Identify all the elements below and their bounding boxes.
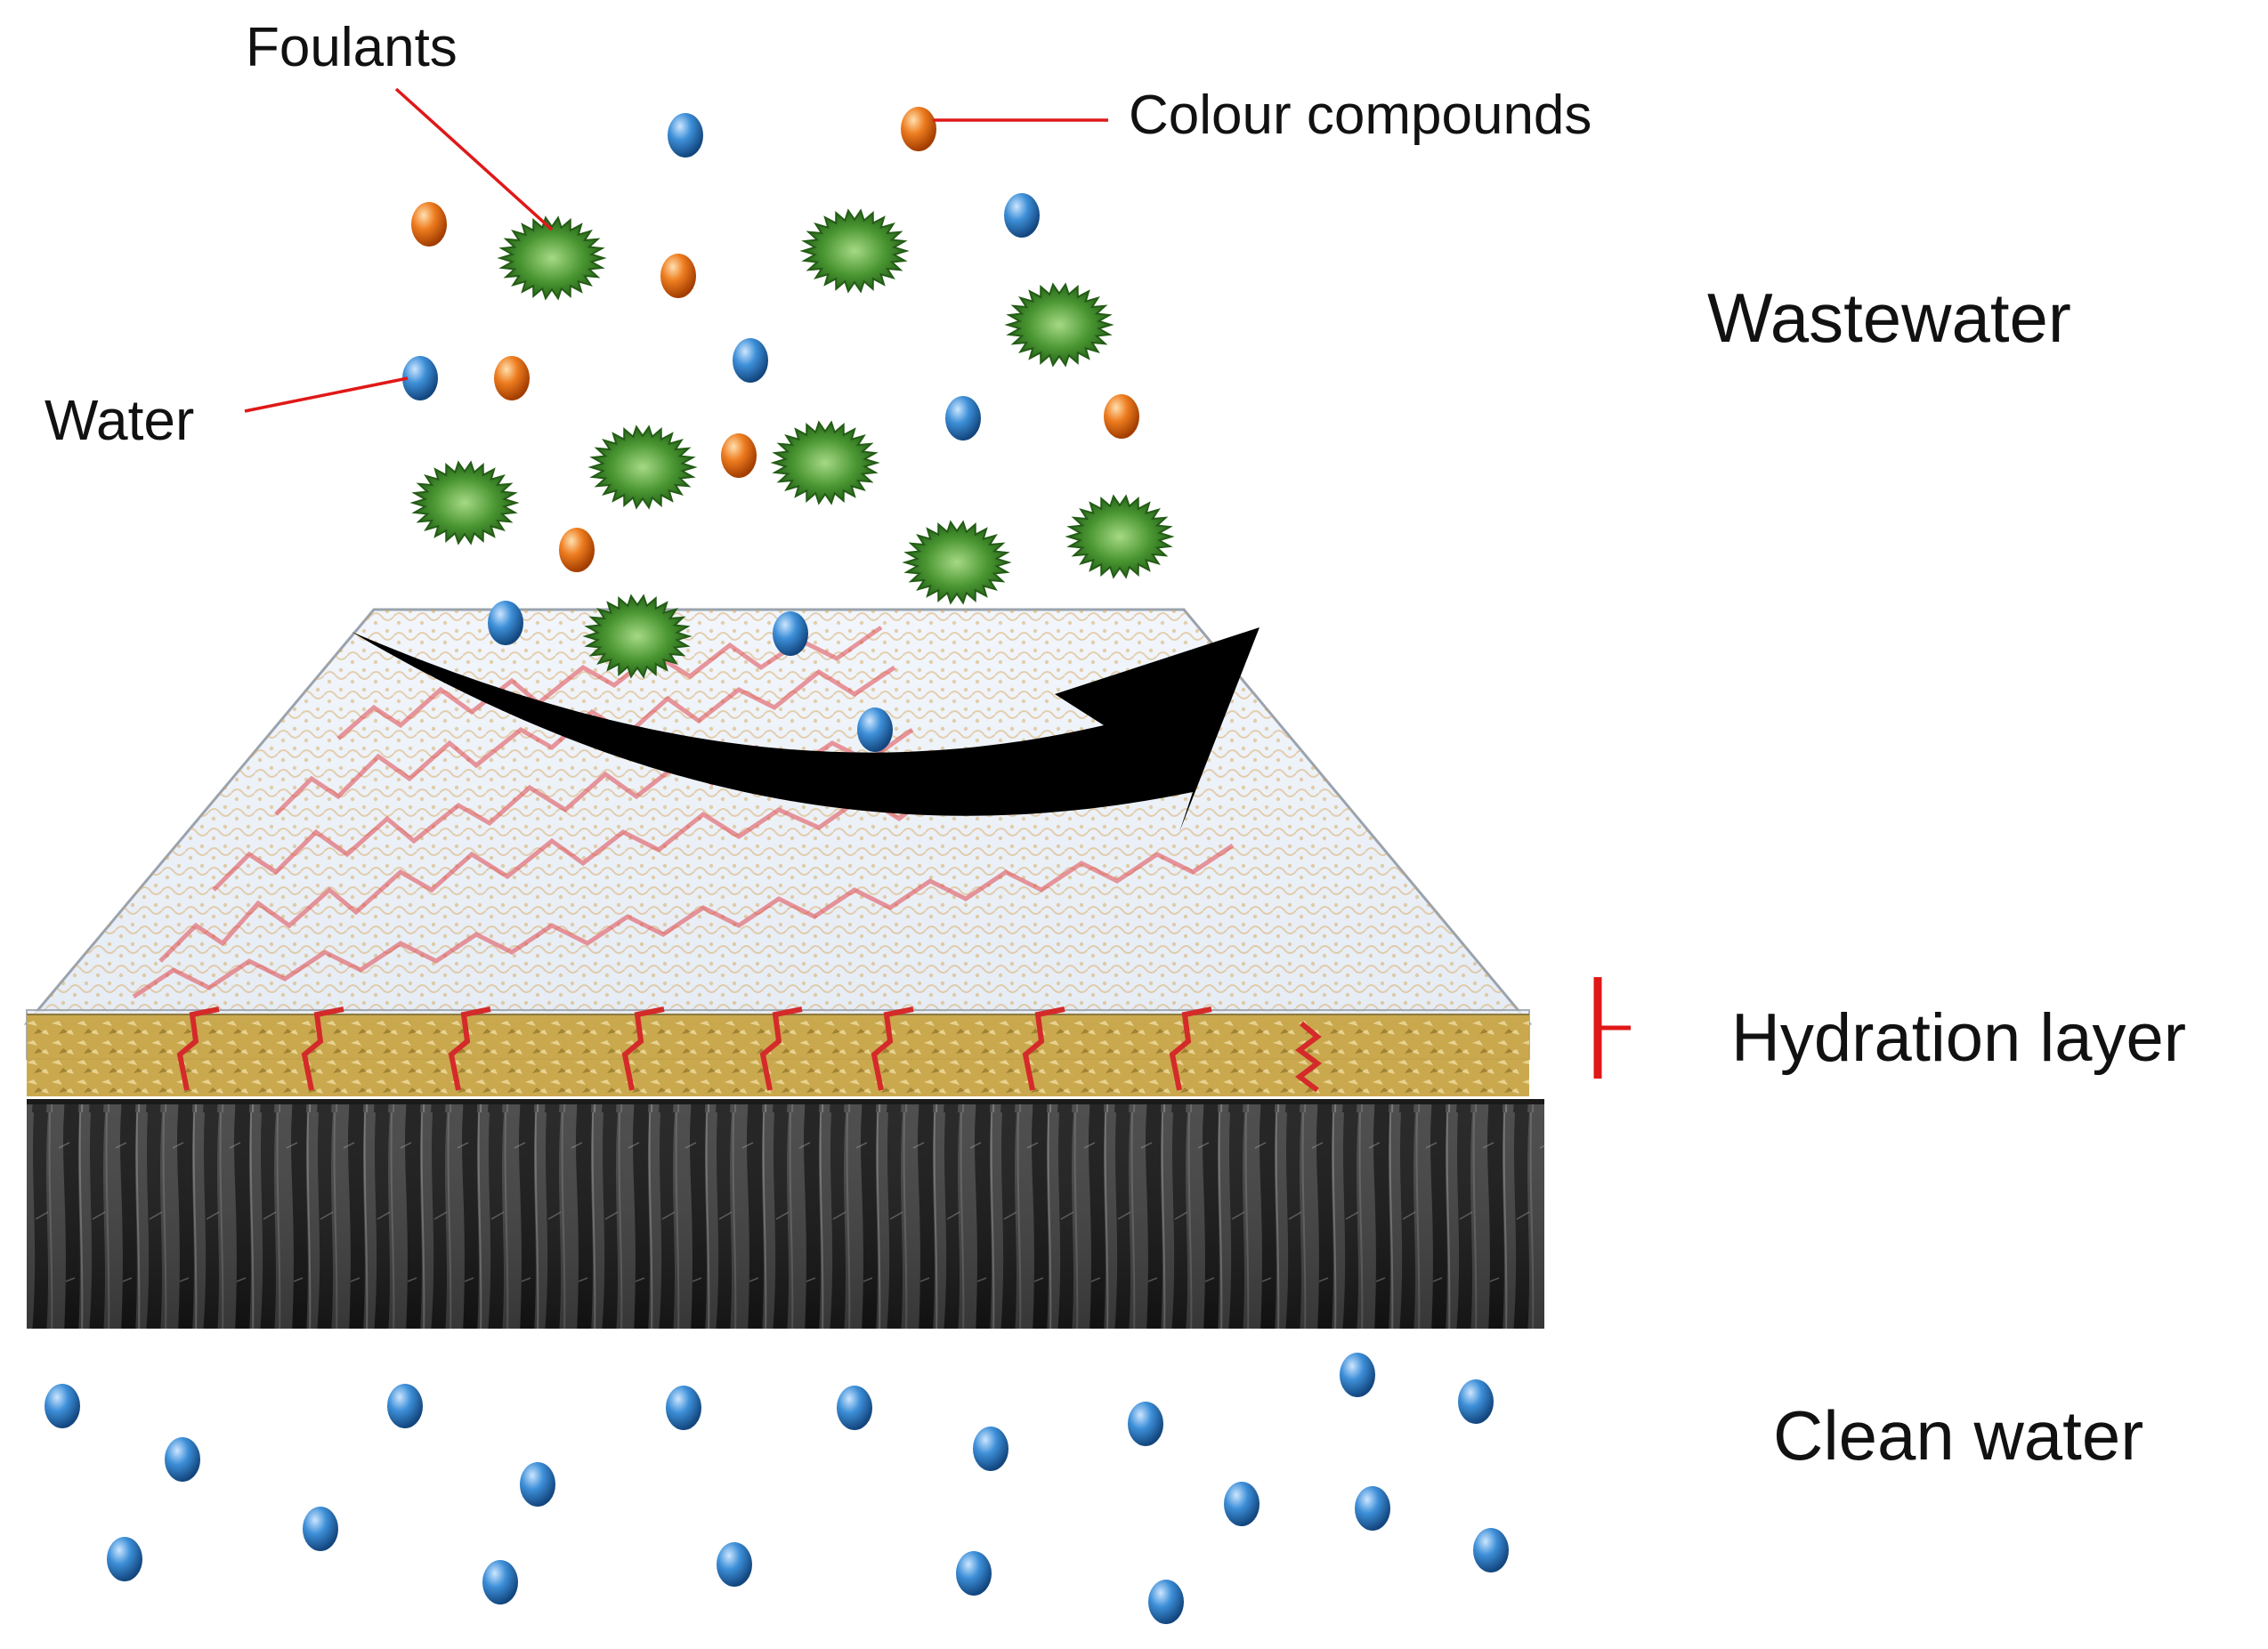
hydration-layer-marker <box>1593 977 1631 1079</box>
hydration-layer-band <box>27 1014 1529 1096</box>
water-molecule <box>973 1427 1008 1471</box>
colour-compound-particle <box>1104 394 1139 439</box>
water-molecule <box>488 601 523 645</box>
water-molecule <box>837 1386 872 1430</box>
foulant-particle <box>799 208 910 294</box>
water-molecule <box>1004 193 1040 238</box>
foulant-particle <box>1004 282 1114 368</box>
colour-compounds-label: Colour compounds <box>1129 85 1592 146</box>
water-molecule <box>668 113 703 158</box>
water-molecule <box>1355 1486 1390 1531</box>
water-leader-line <box>244 376 409 413</box>
water-molecule <box>303 1507 338 1551</box>
hydration-layer-label: Hydration layer <box>1731 1000 2186 1076</box>
water-molecule <box>387 1384 423 1428</box>
colour-compound-particle <box>411 202 447 247</box>
water-molecule <box>666 1386 701 1430</box>
foulant-particle <box>770 420 880 505</box>
colour-compound-particle <box>721 433 757 478</box>
water-molecule <box>482 1560 518 1605</box>
leader-lines <box>244 87 1108 413</box>
water-molecule <box>1458 1379 1494 1424</box>
water-molecule <box>107 1537 142 1581</box>
water-molecule <box>1340 1353 1375 1397</box>
water-molecule <box>733 338 768 383</box>
water-molecule <box>1473 1528 1509 1572</box>
water-molecule <box>1224 1482 1260 1526</box>
foulant-particle <box>587 424 698 510</box>
anchored-polymer-chains <box>176 1006 1322 1093</box>
clean-water-label: Clean water <box>1773 1396 2143 1475</box>
water-molecule <box>857 707 893 752</box>
foulant-particle <box>1065 494 1175 579</box>
water-molecule <box>1128 1402 1163 1446</box>
crossflow-arrow <box>352 627 1260 832</box>
membrane <box>23 608 1544 1329</box>
foulant-particle <box>409 460 520 546</box>
water-molecule <box>402 356 438 400</box>
water-molecule <box>717 1542 752 1587</box>
foulants-leader-line <box>394 87 554 231</box>
wastewater-label: Wastewater <box>1707 279 2071 357</box>
foulants-label: Foulants <box>246 17 458 78</box>
particles <box>45 107 1509 1624</box>
colour-compound-particle <box>660 254 696 298</box>
water-molecule <box>773 611 808 656</box>
water-molecule <box>956 1551 992 1596</box>
colour-compound-particle <box>494 356 530 400</box>
colour-compound-particle <box>901 107 936 151</box>
water-molecule <box>45 1384 80 1428</box>
foulant-particle <box>497 215 607 301</box>
foulant-particle <box>902 520 1012 605</box>
water-molecule <box>945 396 981 441</box>
water-label: Water <box>45 388 194 452</box>
foulant-particle <box>582 594 693 679</box>
colour-compound-particle <box>559 528 595 572</box>
water-molecule <box>520 1462 555 1507</box>
water-molecule <box>1148 1580 1184 1624</box>
water-molecule <box>165 1437 200 1482</box>
